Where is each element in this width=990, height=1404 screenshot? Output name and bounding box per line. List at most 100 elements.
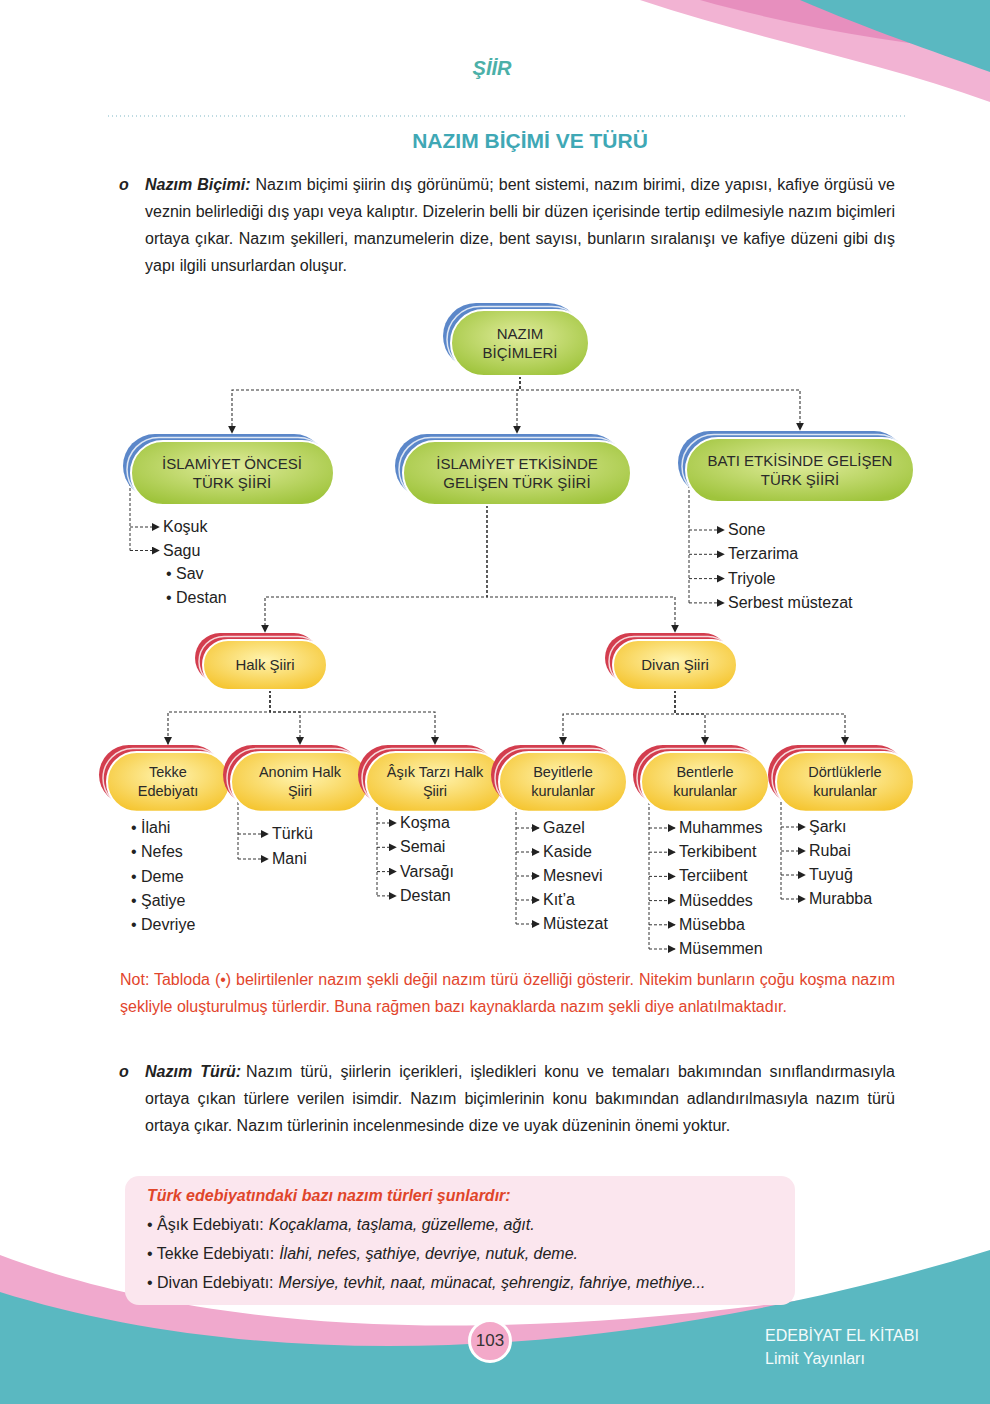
list-item: Rubai — [809, 841, 851, 861]
blob-shape — [686, 438, 914, 502]
top-pink-swoosh — [640, 0, 990, 102]
blob-text: NAZIM BİÇİMLERİ — [470, 324, 570, 363]
paragraph: Nazım Biçimi:Nazım biçimi şiirin dış gör… — [145, 171, 895, 279]
bullet-mark: o — [119, 1063, 129, 1080]
panel-examples: Koçaklama, taşlama, güzelleme, ağıt. — [269, 1216, 535, 1233]
form-name: Gazel — [543, 819, 585, 836]
form-name: Tuyuğ — [809, 866, 853, 883]
form-name: Koşuk — [163, 518, 207, 535]
blob-text: Bentlerle kurulanlar — [660, 763, 750, 801]
paragraph-heading: Nazım Biçimi: — [145, 176, 251, 193]
form-name: Müstezat — [543, 915, 608, 932]
form-name: Varsağı — [400, 863, 454, 880]
paragraph-body: Nazım biçimi şiirin dış görünümü; bent s… — [145, 176, 895, 274]
leader-line — [649, 782, 650, 949]
paragraph-heading: Nazım Türü: — [145, 1063, 241, 1080]
leader-arrow — [649, 924, 675, 925]
form-name: • Devriye — [131, 916, 195, 933]
blob-body — [776, 752, 914, 812]
blob-body — [499, 752, 627, 812]
node-label: Dörtlüklerle kurulanlar — [795, 763, 895, 801]
subcategory-blob: Tekke Edebiyatı — [107, 752, 230, 812]
form-name: • Nefes — [131, 843, 183, 860]
list-item: Triyole — [728, 569, 775, 589]
node-label: İSLAMİYET ÖNCESİ TÜRK ŞİİRİ — [150, 454, 315, 493]
blob-body — [366, 752, 504, 812]
blob-body — [686, 438, 914, 502]
form-name: Terzarima — [728, 545, 798, 562]
blob-shape — [641, 752, 769, 812]
leader-line — [689, 470, 690, 603]
list-item: Murabba — [809, 889, 872, 909]
leader-arrow — [377, 847, 396, 848]
panel-row: • Tekke Edebiyatı: İlahi, nefes, şathiye,… — [147, 1239, 773, 1268]
form-name: Mesnevi — [543, 867, 603, 884]
panel-term: • Tekke Edebiyatı: — [147, 1245, 274, 1262]
footer: EDEBİYAT EL KİTABI — [765, 1326, 919, 1346]
leader-arrow — [377, 823, 396, 824]
leader-arrow — [689, 530, 724, 531]
panel-row: • Âşık Edebiyatı: Koçaklama, taşlama, güz… — [147, 1210, 773, 1239]
panel-examples: İlahi, nefes, şathiye, devriye, nutuk, d… — [279, 1245, 578, 1262]
blob-shape — [451, 310, 589, 376]
form-name: Şarkı — [809, 818, 846, 835]
leader-arrow — [130, 527, 159, 528]
form-name: Kıt’a — [543, 891, 575, 908]
footer: Limit Yayınları — [765, 1349, 865, 1369]
leader-arrow — [516, 876, 539, 877]
list-item: Sagu — [163, 541, 200, 561]
form-name: Mani — [272, 850, 307, 867]
top-teal-swoosh — [800, 0, 990, 72]
blob-shape — [231, 752, 369, 812]
list-item: Semai — [400, 837, 445, 857]
leader-arrow — [649, 876, 675, 877]
paragraph: Nazım Türü:Nazım türü, şiirlerin içerikl… — [145, 1058, 895, 1139]
blob-text: Divan Şiiri — [641, 655, 709, 675]
list-item: Terzarima — [728, 544, 798, 564]
list-item: Şarkı — [809, 817, 846, 837]
form-name: • Şatiye — [131, 892, 186, 909]
list-item: Müseddes — [679, 891, 753, 911]
subcategory-blob: Dörtlüklerle kurulanlar — [776, 752, 914, 812]
node-label: NAZIM BİÇİMLERİ — [470, 324, 570, 363]
bullet-mark: o — [119, 176, 129, 193]
form-name: Sone — [728, 521, 765, 538]
leader-arrow — [516, 900, 539, 901]
header-rule — [108, 115, 908, 116]
leader-arrow — [781, 827, 805, 828]
blob-body — [231, 752, 369, 812]
blob-shape — [366, 752, 504, 812]
subcategory-blob: Âşık Tarzı Halk Şiiri — [366, 752, 504, 812]
list-item: Muhammes — [679, 818, 763, 838]
list-item: Mesnevi — [543, 866, 603, 886]
list-item: Sone — [728, 520, 765, 540]
form-name: Muhammes — [679, 819, 763, 836]
blob-text: Dörtlüklerle kurulanlar — [795, 763, 895, 801]
list-item: Serbest müstezat — [728, 593, 853, 613]
blob-text: Âşık Tarzı Halk Şiiri — [385, 763, 485, 801]
blob-text: Tekke Edebiyatı — [126, 763, 211, 801]
blob-body — [131, 441, 334, 505]
panel-term: • Âşık Edebiyatı: — [147, 1216, 264, 1233]
blob-body — [203, 640, 327, 690]
connector — [232, 376, 520, 433]
page-number-badge: 103 — [468, 1319, 512, 1363]
subcategory-blob: Beyitlerle kurulanlar — [499, 752, 627, 812]
blob-shape — [499, 752, 627, 812]
form-name: Sagu — [163, 542, 200, 559]
list-item: Mani — [272, 849, 307, 869]
bullet-o: o — [119, 171, 129, 198]
form-name: Koşma — [400, 814, 450, 831]
form-name: • Destan — [166, 589, 227, 606]
form-name: Türkü — [272, 825, 313, 842]
leader-arrow — [130, 550, 159, 551]
blob-body — [451, 310, 589, 376]
node-label: BATI ETKİSİNDE GELİŞEN TÜRK ŞİİRİ — [705, 451, 895, 490]
node-label: Beyitlerle kurulanlar — [518, 763, 608, 801]
connector — [270, 690, 300, 744]
leader-arrow — [781, 875, 805, 876]
page-number-wrap: 103 — [476, 1331, 504, 1351]
blob-text: Beyitlerle kurulanlar — [518, 763, 608, 801]
list-item: • İlahi — [131, 818, 170, 838]
blob-shape — [403, 441, 631, 505]
